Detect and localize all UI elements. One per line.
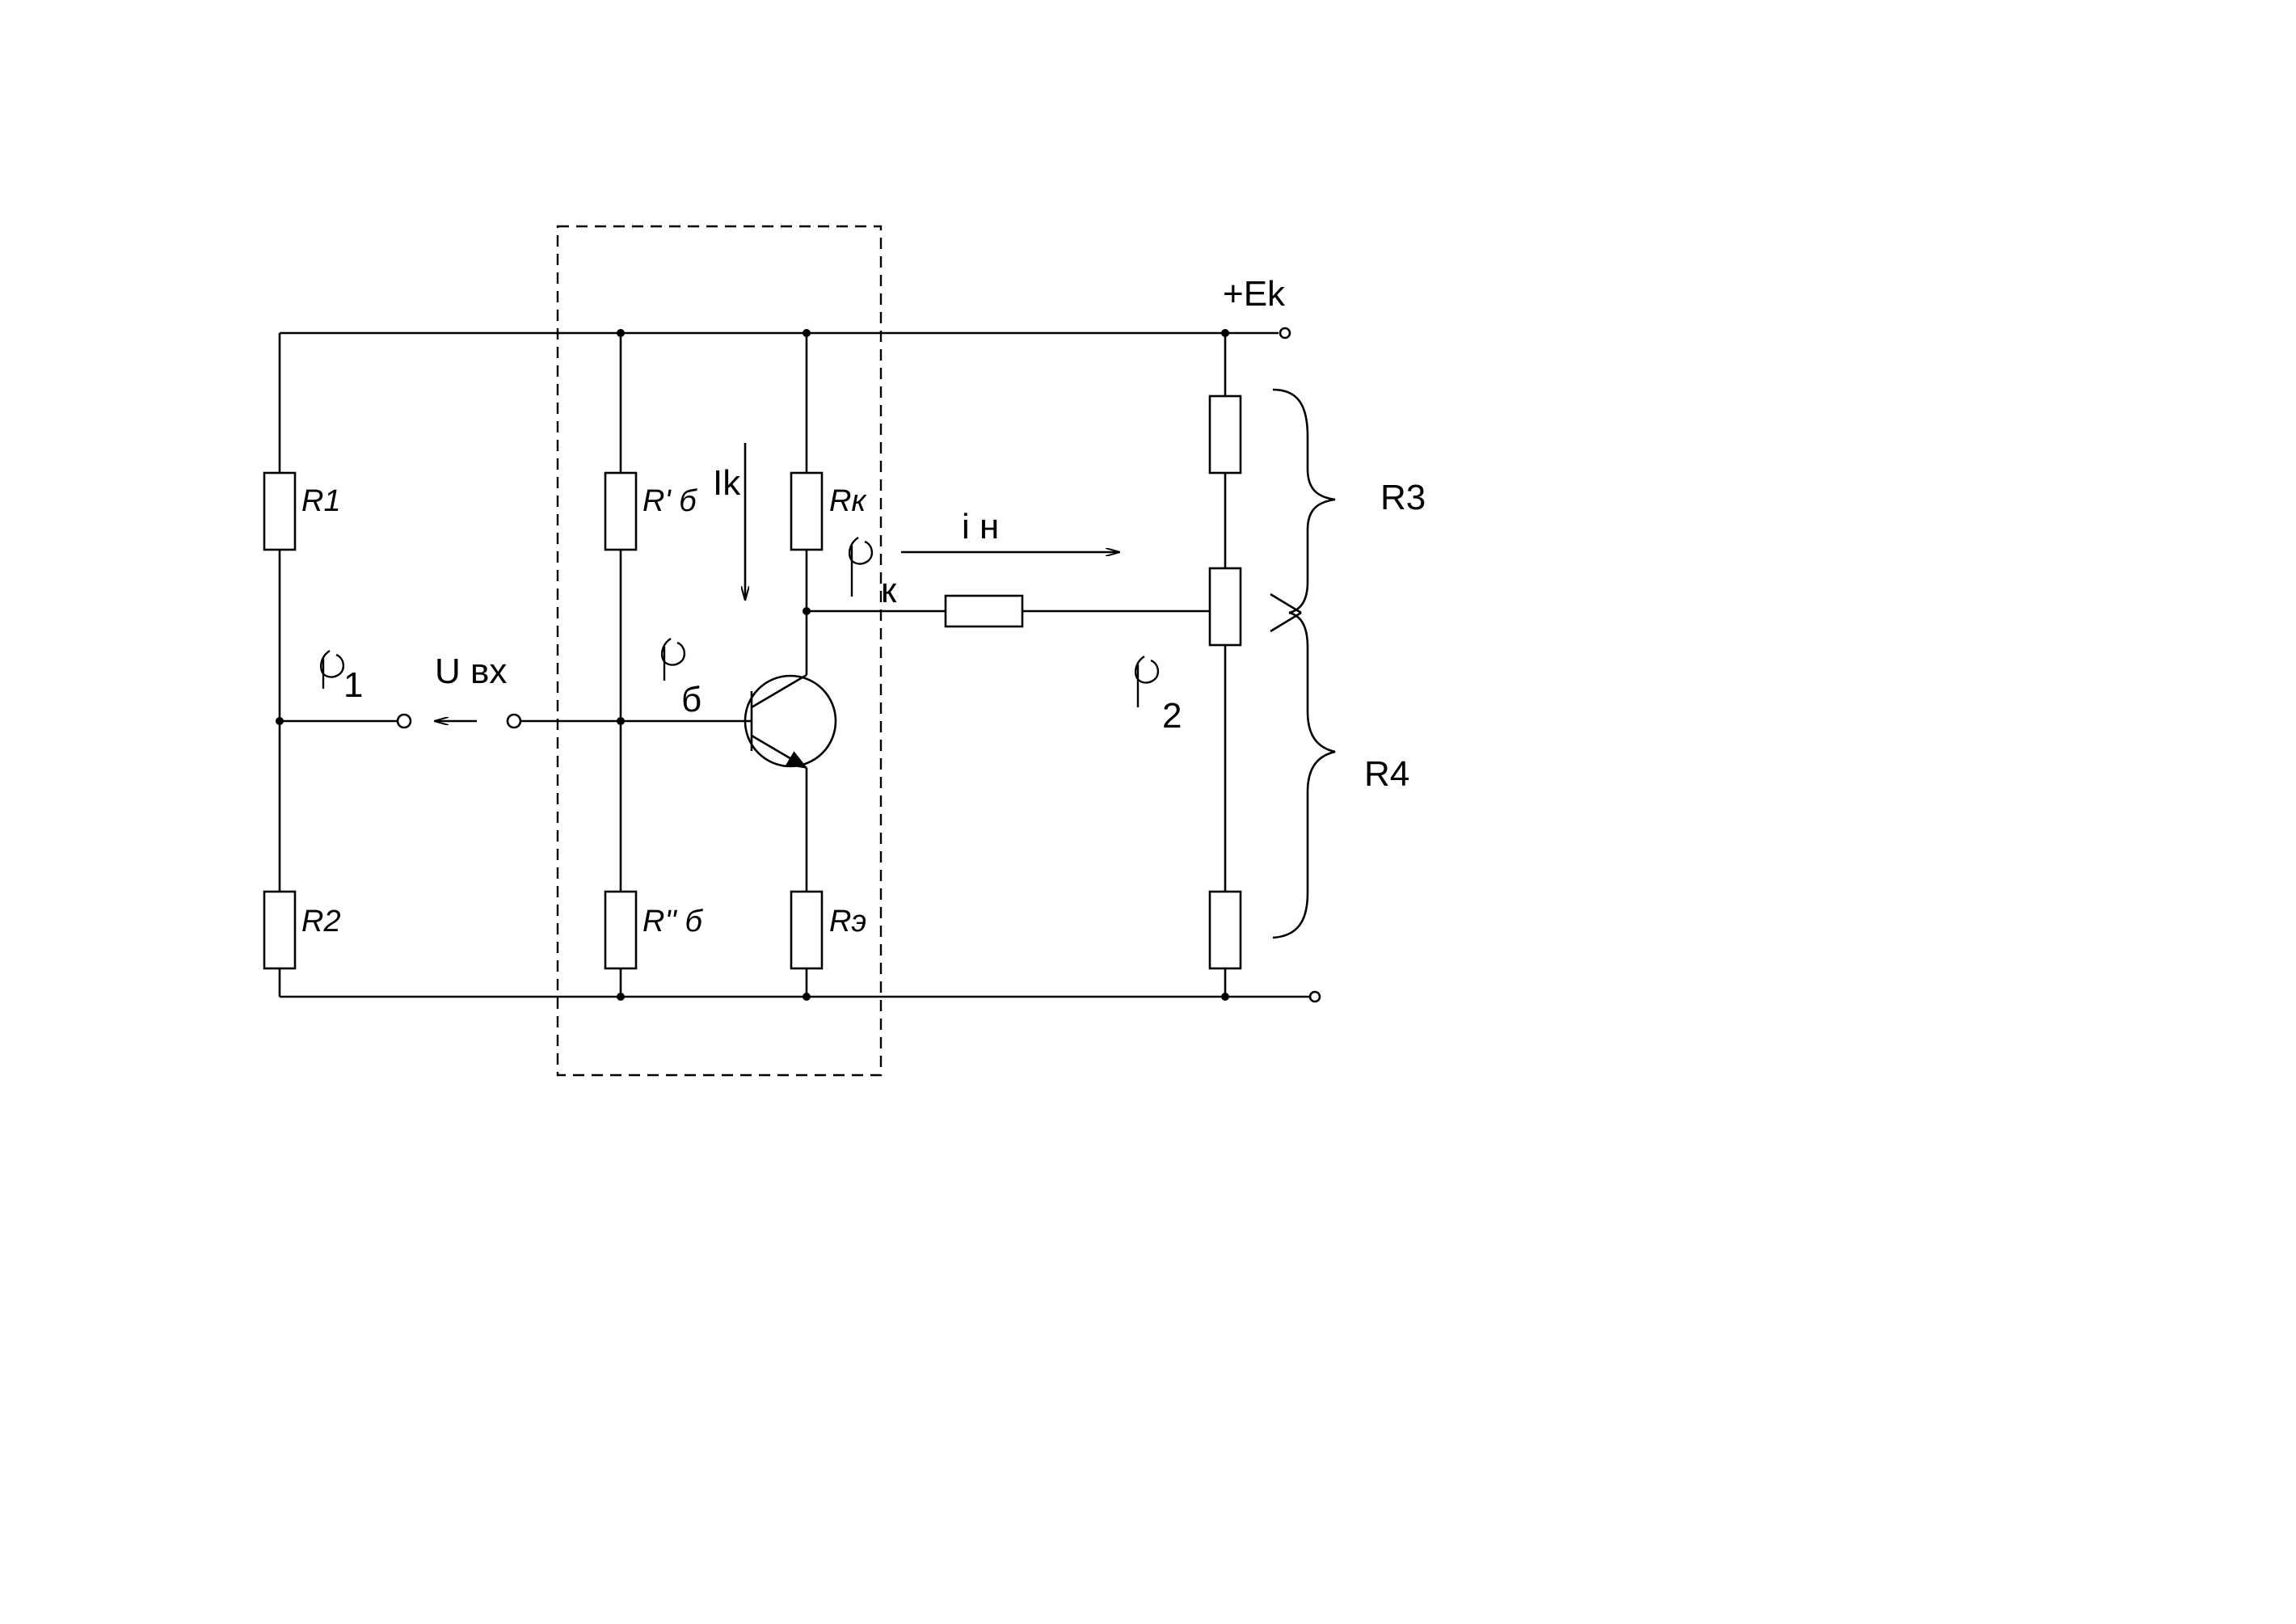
r4-label: R4 bbox=[1364, 754, 1409, 794]
phi1-subscript: 1 bbox=[343, 665, 363, 705]
rk-label: Rк bbox=[829, 484, 867, 518]
ground-terminal bbox=[1308, 990, 1321, 1003]
junction-base-bottom bbox=[617, 993, 625, 1001]
junction-collector-top bbox=[803, 329, 811, 337]
input-terminal-left bbox=[396, 713, 412, 729]
supply-label: +Ek bbox=[1223, 274, 1286, 314]
resistor-rb-lower bbox=[604, 890, 638, 970]
resistor-load bbox=[944, 594, 1024, 628]
amplifier-stage-boundary bbox=[556, 225, 883, 1077]
r1-label: R1 bbox=[301, 484, 341, 518]
rb-lower-label: R'' б bbox=[642, 905, 704, 939]
junction-right-bottom bbox=[1221, 993, 1229, 1001]
phi1-icon bbox=[319, 649, 345, 689]
wiper-arrow-lower bbox=[1270, 611, 1302, 633]
resistor-r2 bbox=[263, 890, 297, 970]
junction-emitter-bottom bbox=[803, 993, 811, 1001]
resistor-rb-upper bbox=[604, 471, 638, 551]
resistor-r1 bbox=[263, 471, 297, 551]
resistor-rk bbox=[790, 471, 824, 551]
junction-right-top bbox=[1221, 329, 1229, 337]
phib-icon bbox=[660, 637, 686, 681]
phi2-subscript: 2 bbox=[1162, 696, 1182, 736]
npn-transistor-icon bbox=[744, 673, 837, 770]
brace-r3 bbox=[1272, 388, 1336, 614]
ik-label: Ik bbox=[713, 463, 741, 503]
wiper-arrow-upper bbox=[1270, 593, 1302, 614]
resistor-re bbox=[790, 890, 824, 970]
supply-terminal bbox=[1279, 327, 1291, 340]
phik-subscript: к bbox=[881, 571, 897, 610]
re-label: Rэ bbox=[829, 905, 866, 939]
phik-icon bbox=[848, 536, 874, 597]
junction-base bbox=[617, 717, 625, 725]
input-terminal-right bbox=[506, 713, 522, 729]
rb-upper-label: R' б bbox=[642, 484, 697, 518]
resistor-r3-upper bbox=[1208, 394, 1242, 475]
phi2-icon bbox=[1134, 655, 1160, 707]
phib-subscript: б bbox=[681, 680, 701, 719]
uin-label: U вх bbox=[435, 652, 507, 691]
junction-base-top bbox=[617, 329, 625, 337]
brace-r4 bbox=[1272, 611, 1336, 939]
r3-label: R3 bbox=[1380, 478, 1426, 517]
r2-label: R2 bbox=[301, 905, 341, 939]
resistor-r4-lower bbox=[1208, 890, 1242, 970]
in-label: i н bbox=[962, 507, 999, 546]
potentiometer-wiper bbox=[1208, 567, 1242, 647]
